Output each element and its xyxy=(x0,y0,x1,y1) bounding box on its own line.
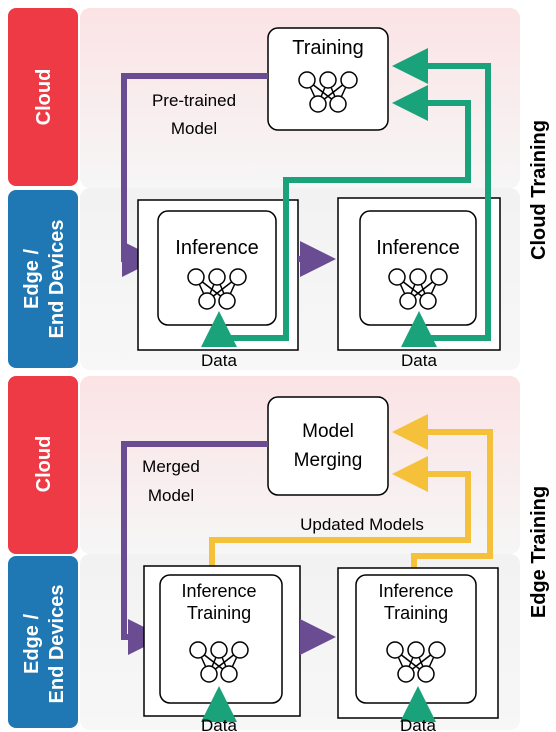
top-data-2-label: Data xyxy=(401,351,437,370)
top-cloud-tab-label: Cloud xyxy=(33,69,55,126)
model-merging-line2: Merging xyxy=(294,450,363,471)
device-1-inner xyxy=(157,210,277,326)
edge-device-1-line2: Training xyxy=(187,603,251,623)
edge-device-2-line2: Training xyxy=(384,603,448,623)
device-1-label: Inference xyxy=(175,237,258,259)
merged-model-arrow xyxy=(121,441,268,655)
pretrained-label-line1: Pre-trained xyxy=(152,91,236,110)
edge-device-1-line1: Inference xyxy=(181,581,256,601)
top-edge-tab-label-line2: End Devices xyxy=(46,220,68,339)
pretrained-label-line2: Model xyxy=(171,119,217,138)
update-path-1 xyxy=(209,456,471,573)
bottom-panel: Cloud Edge / End Devices Edge Training M… xyxy=(8,376,550,732)
cloud-upload-path-1 xyxy=(216,85,471,346)
merged-label-line2: Model xyxy=(148,486,194,505)
device-2-inner xyxy=(359,210,477,326)
bottom-section-label: Edge Training xyxy=(528,486,550,618)
merged-label-line1: Merged xyxy=(142,457,200,476)
top-cloud-tab xyxy=(8,8,78,186)
bottom-cloud-tab-label: Cloud xyxy=(33,436,55,493)
bottom-edge-tab-label-line1: Edge / xyxy=(21,614,43,674)
top-edge-tab-label-line1: Edge / xyxy=(21,249,43,309)
training-box-label: Training xyxy=(292,37,364,59)
updated-models-label: Updated Models xyxy=(300,515,424,534)
cloud-upload-path-2 xyxy=(392,48,491,346)
top-edge-tab xyxy=(8,190,78,368)
edge-device-2-line1: Inference xyxy=(378,581,453,601)
model-merging-box xyxy=(267,396,389,496)
device-2-label: Inference xyxy=(376,237,459,259)
top-section-label: Cloud Training xyxy=(528,120,550,260)
top-data-1-label: Data xyxy=(201,351,237,370)
model-merging-line1: Model xyxy=(302,421,354,442)
bottom-cloud-tab xyxy=(8,376,78,554)
bottom-edge-tab xyxy=(8,556,78,728)
top-panel: Cloud Edge / End Devices Cloud Training … xyxy=(8,8,550,370)
bottom-data-1-label: Data xyxy=(201,716,237,732)
update-path-2 xyxy=(392,414,493,573)
bottom-edge-tab-label-line2: End Devices xyxy=(46,585,68,704)
bottom-data-2-label: Data xyxy=(400,716,436,732)
